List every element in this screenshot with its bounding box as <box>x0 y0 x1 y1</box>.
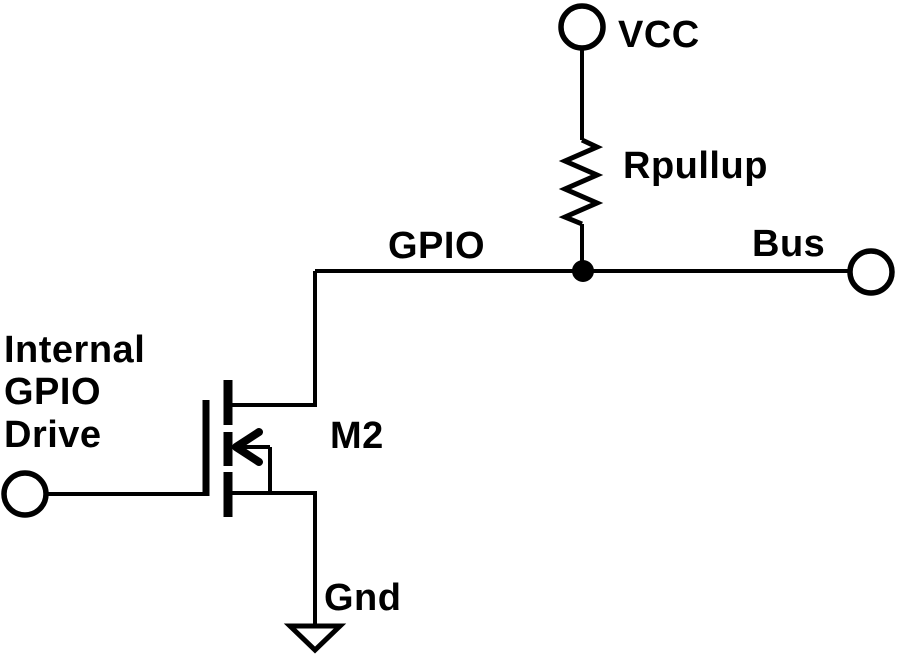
vcc-terminal-icon <box>558 3 606 51</box>
pullup-resistor-icon <box>558 137 604 227</box>
gnd-label: Gnd <box>324 577 401 619</box>
input-label-line3: Drive <box>4 414 102 456</box>
input-label-line1: Internal <box>4 329 145 371</box>
drain-wire <box>229 271 317 407</box>
rpullup-label: Rpullup <box>623 145 768 187</box>
bus-terminal-icon <box>847 248 895 296</box>
transistor-label: M2 <box>330 415 384 457</box>
input-label-line2: GPIO <box>4 371 101 413</box>
junction-dot <box>572 260 594 282</box>
vcc-label: VCC <box>618 14 700 56</box>
source-wire <box>229 491 317 627</box>
ground-symbol-icon <box>283 623 347 654</box>
gpio-net-label: GPIO <box>388 225 485 267</box>
bus-label: Bus <box>752 223 825 265</box>
input-terminal-icon <box>1 470 49 518</box>
